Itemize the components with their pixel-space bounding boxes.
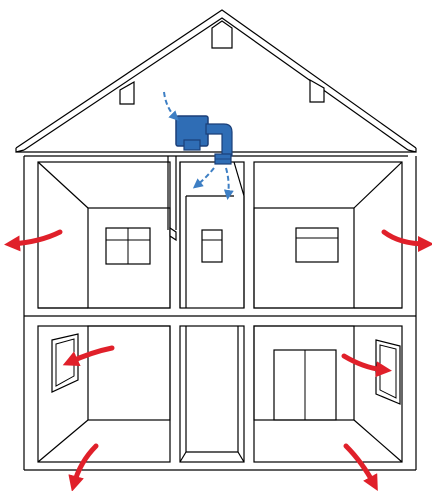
- room-lower-right: [253, 325, 403, 463]
- window-lower-left: [51, 333, 79, 393]
- window-upper-middle: [201, 229, 223, 263]
- room-upper-middle: [169, 161, 245, 309]
- window-lower-right: [375, 339, 401, 405]
- red-arrow-icon: [4, 229, 432, 491]
- door-upper-middle: [169, 226, 177, 242]
- ventilation-unit-icon: [175, 115, 233, 165]
- supply-duct: [167, 156, 177, 230]
- window-upper-right: [295, 227, 339, 263]
- roof-vent-right: [309, 78, 325, 103]
- room-upper-right: [253, 161, 403, 309]
- blue-arrow-icon: [163, 91, 234, 200]
- roof-vent-top: [211, 20, 233, 49]
- room-lower-left: [37, 325, 171, 463]
- house-walls: [23, 156, 417, 471]
- room-lower-middle: [179, 325, 245, 463]
- window-upper-left: [105, 227, 151, 265]
- closet-doors: [273, 349, 337, 421]
- roof-vent-left: [119, 80, 135, 105]
